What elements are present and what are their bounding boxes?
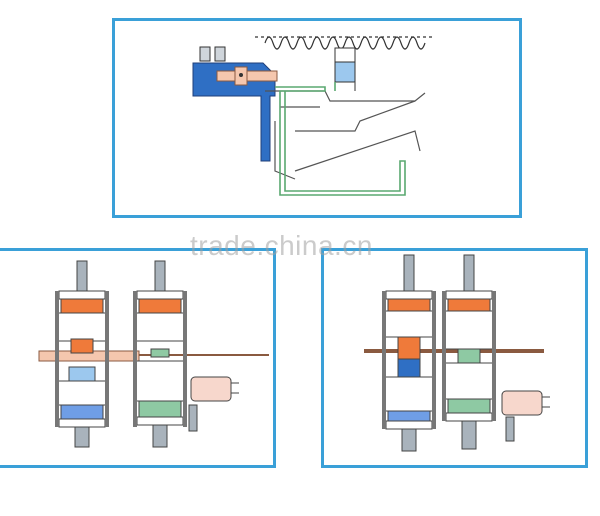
- bottom-washer: [58, 418, 106, 428]
- left-rod: [382, 291, 386, 429]
- micro-switch: [190, 376, 232, 402]
- orange-block: [387, 298, 431, 312]
- right-contact-assembly-drawing: [364, 254, 550, 452]
- contact-pin: [239, 73, 243, 77]
- top-bolt: [76, 260, 88, 292]
- bottom-washer: [136, 416, 184, 426]
- left-contact-assembly-drawing: [38, 260, 269, 448]
- blue-bracket: [192, 62, 276, 162]
- busbar-line: [139, 354, 269, 356]
- bottom-bolt: [401, 428, 417, 452]
- lower-housing: [383, 376, 435, 412]
- bottom-washer: [385, 420, 433, 430]
- orange-block: [138, 298, 182, 314]
- top-bolt: [154, 260, 166, 292]
- right-rod: [105, 291, 109, 427]
- bottom-washer: [445, 412, 493, 422]
- left-contact-panel: [0, 248, 276, 468]
- green-wire-hook: [275, 86, 406, 196]
- right-rod: [492, 291, 496, 421]
- switch-bolt: [505, 416, 515, 442]
- right-rod: [432, 291, 436, 429]
- orange-block: [60, 298, 104, 314]
- top-left-bolt: [199, 46, 211, 62]
- spring-clamp-mechanism-drawing: [192, 36, 433, 196]
- top-bolt: [463, 254, 475, 292]
- watermark-text: trade.china.cn: [190, 230, 373, 261]
- lower-housing: [443, 362, 495, 400]
- busbar-line: [364, 349, 544, 353]
- left-rod: [442, 291, 446, 421]
- micro-switch: [501, 390, 543, 416]
- bottom-bolt: [74, 426, 90, 448]
- top-bolt: [403, 254, 415, 292]
- green-block: [138, 400, 182, 418]
- left-assembly: [382, 254, 436, 452]
- lower-housing: [56, 380, 108, 406]
- right-assembly: [133, 260, 239, 448]
- green-block: [447, 398, 491, 414]
- orange-block: [447, 298, 491, 312]
- green-contact: [457, 348, 481, 364]
- upper-housing: [443, 310, 495, 350]
- lever-frame-lines: [265, 82, 426, 180]
- bottom-bolt: [152, 424, 168, 448]
- top-washer: [445, 290, 493, 300]
- upper-housing: [134, 312, 186, 342]
- left-assembly: [55, 260, 109, 448]
- upper-housing: [56, 312, 108, 342]
- right-contact-panel: [321, 248, 588, 468]
- actuator-block-top: [334, 47, 356, 63]
- spring-coil: [255, 36, 433, 50]
- green-contact: [150, 348, 170, 358]
- blue-block: [60, 404, 104, 420]
- upper-housing: [383, 310, 435, 338]
- switch-bolt: [188, 404, 198, 432]
- right-assembly: [442, 254, 550, 450]
- lower-housing: [134, 360, 186, 402]
- left-rod: [133, 291, 137, 427]
- top-mechanism-panel: [112, 18, 522, 218]
- top-washer: [136, 290, 184, 300]
- actuator-block: [334, 61, 356, 83]
- right-rod: [183, 291, 187, 427]
- left-rod: [55, 291, 59, 427]
- top-washer: [58, 290, 106, 300]
- orange-contact: [70, 338, 94, 354]
- top-left-bolt: [214, 46, 226, 62]
- top-washer: [385, 290, 433, 300]
- bottom-bolt: [461, 420, 477, 450]
- blue-block: [387, 410, 431, 422]
